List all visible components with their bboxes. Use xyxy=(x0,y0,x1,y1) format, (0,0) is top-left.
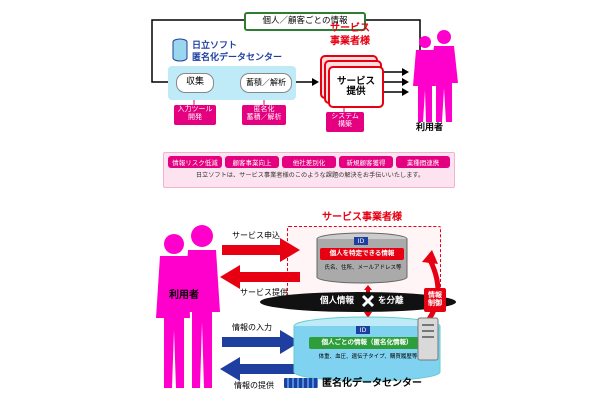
input-info-label: 情報の入力 xyxy=(232,323,272,332)
access-ctrl-1: 情報 xyxy=(428,291,442,300)
anonymize-2: 蓄積／解析 xyxy=(246,113,282,122)
bottom-users-icon xyxy=(156,225,220,388)
service-apply-label: サービス申込 xyxy=(232,231,280,240)
anonymize-box: 匿名化 蓄積／解析 xyxy=(242,105,286,125)
mid-statement: 日立ソフトは、サービス事業者様のこのような課題の解決をお手伝いいたします。 xyxy=(195,172,425,179)
system-1: システム xyxy=(331,112,359,120)
access-ctrl-2: 制御 xyxy=(428,299,442,307)
separate-label-2: を分離 xyxy=(378,296,404,306)
center-name: 匿名化データセンター xyxy=(322,378,422,389)
collect-box: 収集 xyxy=(176,73,214,93)
service-box: サービス 提供 xyxy=(328,66,384,108)
cross-icon xyxy=(361,294,375,308)
bottom-user-label: 利用者 xyxy=(168,290,200,301)
hitachi-soft-logo xyxy=(284,378,318,388)
feedback-label-box: 個人／顧客ごとの情報 xyxy=(244,12,366,31)
input-tool-1: 入力ツール xyxy=(177,105,213,113)
provide-info-label: 情報の提供 xyxy=(234,381,274,390)
input-tool-2: 開発 xyxy=(188,113,202,122)
center-title-2: 匿名化データセンター xyxy=(192,53,283,63)
id-badge-2: ID xyxy=(356,326,370,334)
feedback-label: 個人／顧客ごとの情報 xyxy=(262,15,348,26)
system-2: 構築 xyxy=(338,120,352,129)
personal-id-detail: 氏名、住所、メールアドレス等 xyxy=(324,265,402,271)
input-tool-box: 入力ツール 開発 xyxy=(174,105,216,125)
collect-label: 収集 xyxy=(185,77,204,88)
service-box-2: 提供 xyxy=(346,86,366,97)
issue-tag: 情報リスク低減 xyxy=(168,156,222,168)
issue-tag: 新規顧客獲得 xyxy=(339,156,393,168)
issue-tag: 業種間連携 xyxy=(396,156,450,168)
accumulate-label: 蓄積／解析 xyxy=(246,77,286,87)
top-user-label: 利用者 xyxy=(416,123,444,133)
separation-disk xyxy=(260,292,456,312)
center-title-1: 日立ソフト xyxy=(192,41,238,51)
database-icon xyxy=(172,38,188,62)
issue-tags: 情報リスク低減 顧客事業向上 他社差別化 新規顧客獲得 業種間連携 xyxy=(168,156,450,168)
per-person-box: 個人ごとの情報（匿名化情報） xyxy=(309,337,425,349)
issue-tag: 他社差別化 xyxy=(282,156,336,168)
accumulate-box: 蓄積／解析 xyxy=(240,73,292,93)
personal-id-info: 個人を特定できる情報 xyxy=(329,249,395,258)
service-provider-1: サービス xyxy=(330,23,370,34)
id-label-2: ID xyxy=(359,326,367,334)
per-person-info: 個人ごとの情報（匿名化情報） xyxy=(321,338,413,347)
anonymize-1: 匿名化 xyxy=(253,105,275,113)
per-person-detail: 体重、血圧、遺伝子タイプ、購買履歴等 xyxy=(318,354,418,360)
issue-tag: 顧客事業向上 xyxy=(225,156,279,168)
bottom-provider-label: サービス事業者様 xyxy=(322,212,402,223)
system-box: システム 構築 xyxy=(326,112,364,132)
service-box-1: サービス xyxy=(336,75,375,87)
service-provide-label: サービス提供 xyxy=(240,288,288,297)
server-icon xyxy=(417,317,439,361)
personal-id-box: 個人を特定できる情報 xyxy=(320,248,404,260)
access-control-badge: 情報 制御 xyxy=(424,288,446,312)
users-icon xyxy=(413,30,458,122)
id-label: ID xyxy=(357,237,365,245)
id-badge: ID xyxy=(354,237,368,245)
service-provider-2: 事業者様 xyxy=(330,36,370,47)
separate-label-1: 個人情報 xyxy=(320,296,355,306)
